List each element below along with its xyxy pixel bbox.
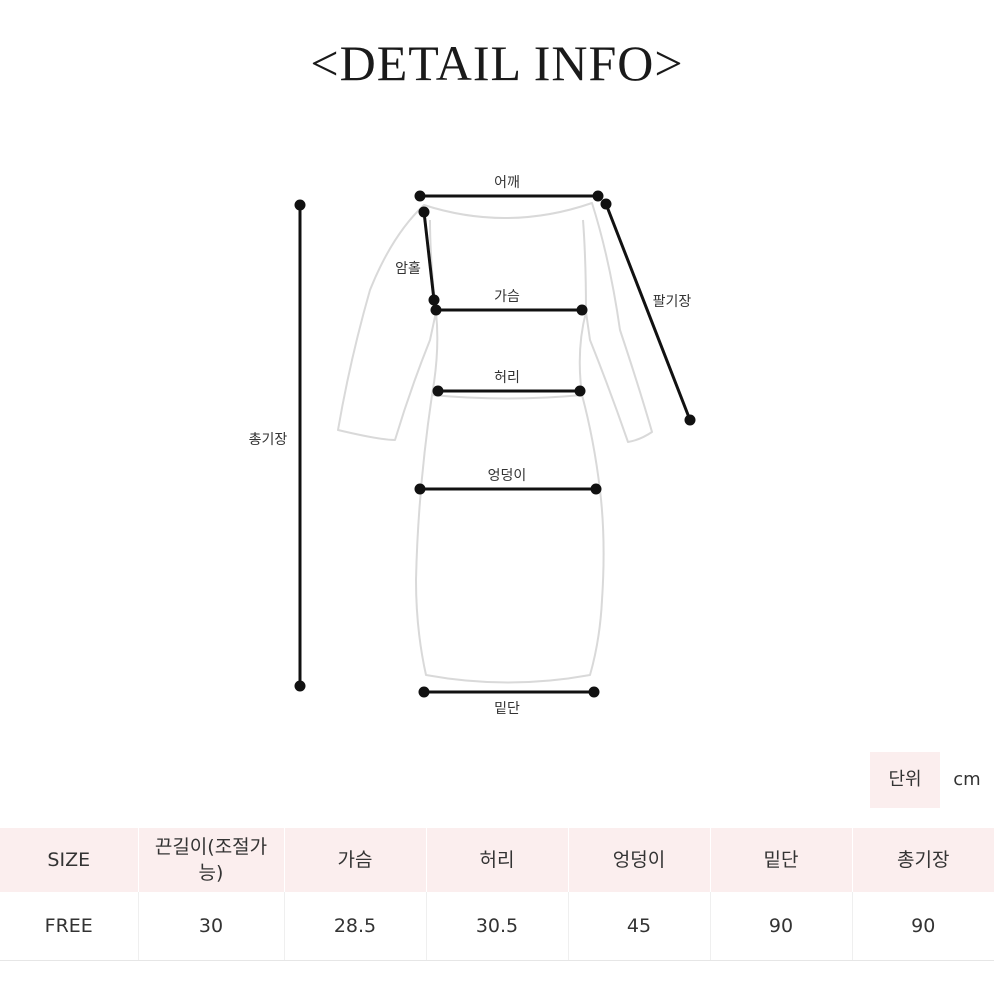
table-header-row: SIZE 끈길이(조절가능) 가슴 허리 엉덩이 밑단 총기장 xyxy=(0,828,994,892)
shoulder-measure xyxy=(414,190,604,202)
unit-label: 단위 xyxy=(870,752,940,808)
header-size: SIZE xyxy=(47,849,91,871)
header-strap-length: 끈길이(조절가능) xyxy=(137,828,284,892)
cell-total-length: 90 xyxy=(851,892,994,961)
size-table: SIZE 끈길이(조절가능) 가슴 허리 엉덩이 밑단 총기장 FREE 30 … xyxy=(0,828,994,961)
cell-size: FREE xyxy=(0,892,138,961)
label-shoulder: 어깨 xyxy=(494,175,520,191)
cell-strap-length: 30 xyxy=(137,892,284,961)
garment-diagram: 어깨 암홀 가슴 팔기장 허리 총기장 엉덩이 밑단 xyxy=(249,175,696,717)
table-row: FREE 30 28.5 30.5 45 90 90 xyxy=(0,892,994,961)
label-total-length: 총기장 xyxy=(249,432,288,448)
header-total-length: 총기장 xyxy=(851,828,994,892)
dress-outline xyxy=(337,202,653,684)
hip-measure xyxy=(414,483,602,495)
hem-measure xyxy=(418,686,600,698)
header-hip: 엉덩이 xyxy=(567,828,710,892)
chest-measure xyxy=(430,304,588,316)
label-hip: 엉덩이 xyxy=(488,468,527,484)
label-chest: 가슴 xyxy=(494,289,520,305)
unit-value: cm xyxy=(940,752,994,808)
cell-hem: 90 xyxy=(709,892,852,961)
label-armhole: 암홀 xyxy=(395,261,421,277)
waist-measure xyxy=(432,385,586,397)
armhole-measure xyxy=(418,206,440,306)
cell-hip: 45 xyxy=(567,892,710,961)
cell-chest: 28.5 xyxy=(283,892,426,961)
total-length-measure xyxy=(294,199,306,692)
sleeve-measure xyxy=(600,198,696,426)
header-waist: 허리 xyxy=(425,828,568,892)
cell-waist: 30.5 xyxy=(425,892,568,961)
label-hem: 밑단 xyxy=(494,701,520,717)
header-hem: 밑단 xyxy=(709,828,852,892)
label-waist: 허리 xyxy=(494,370,520,386)
label-sleeve-length: 팔기장 xyxy=(653,294,692,310)
header-chest: 가슴 xyxy=(283,828,426,892)
page-title: <DETAIL INFO> xyxy=(310,35,684,91)
